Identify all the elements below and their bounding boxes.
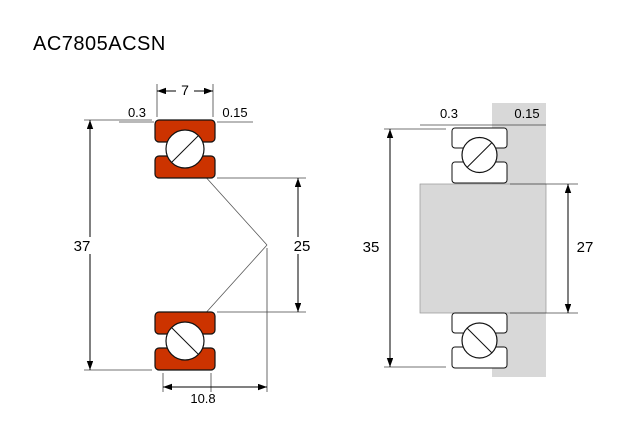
bearing-section-bottom <box>154 311 216 371</box>
right-mounted-view: 0.3 0.15 35 27 <box>363 103 594 377</box>
ball-section-mark <box>466 327 493 354</box>
bore-dimension-label: 25 <box>294 238 311 255</box>
left-section-view: 7 0.3 0.15 37 <box>66 82 316 406</box>
housing-abutment-label: 35 <box>363 239 380 256</box>
outer-chamfer-label: 0.3 <box>440 106 458 121</box>
shaft-shading <box>419 183 547 314</box>
bearing-section-top <box>154 119 216 179</box>
width-dimension-label: 7 <box>181 82 189 98</box>
bearing-section-top <box>451 127 508 184</box>
bearing-section-bottom <box>451 312 508 369</box>
outer-diameter-label: 37 <box>74 238 91 255</box>
shaft-abutment-label: 27 <box>577 239 594 256</box>
label-mask <box>288 237 316 254</box>
ball-section-mark <box>466 142 493 168</box>
ball-section-mark <box>171 135 199 163</box>
label-mask <box>176 82 194 97</box>
inner-chamfer-label: 0.15 <box>222 105 247 120</box>
outer-chamfer-label: 0.3 <box>128 105 146 120</box>
ball-section-mark <box>171 327 199 355</box>
offset-dimension-label: 10.8 <box>190 391 215 406</box>
inner-chamfer-label: 0.15 <box>514 106 539 121</box>
page-title: AC7805ACSN <box>33 33 166 55</box>
label-mask <box>66 237 98 254</box>
